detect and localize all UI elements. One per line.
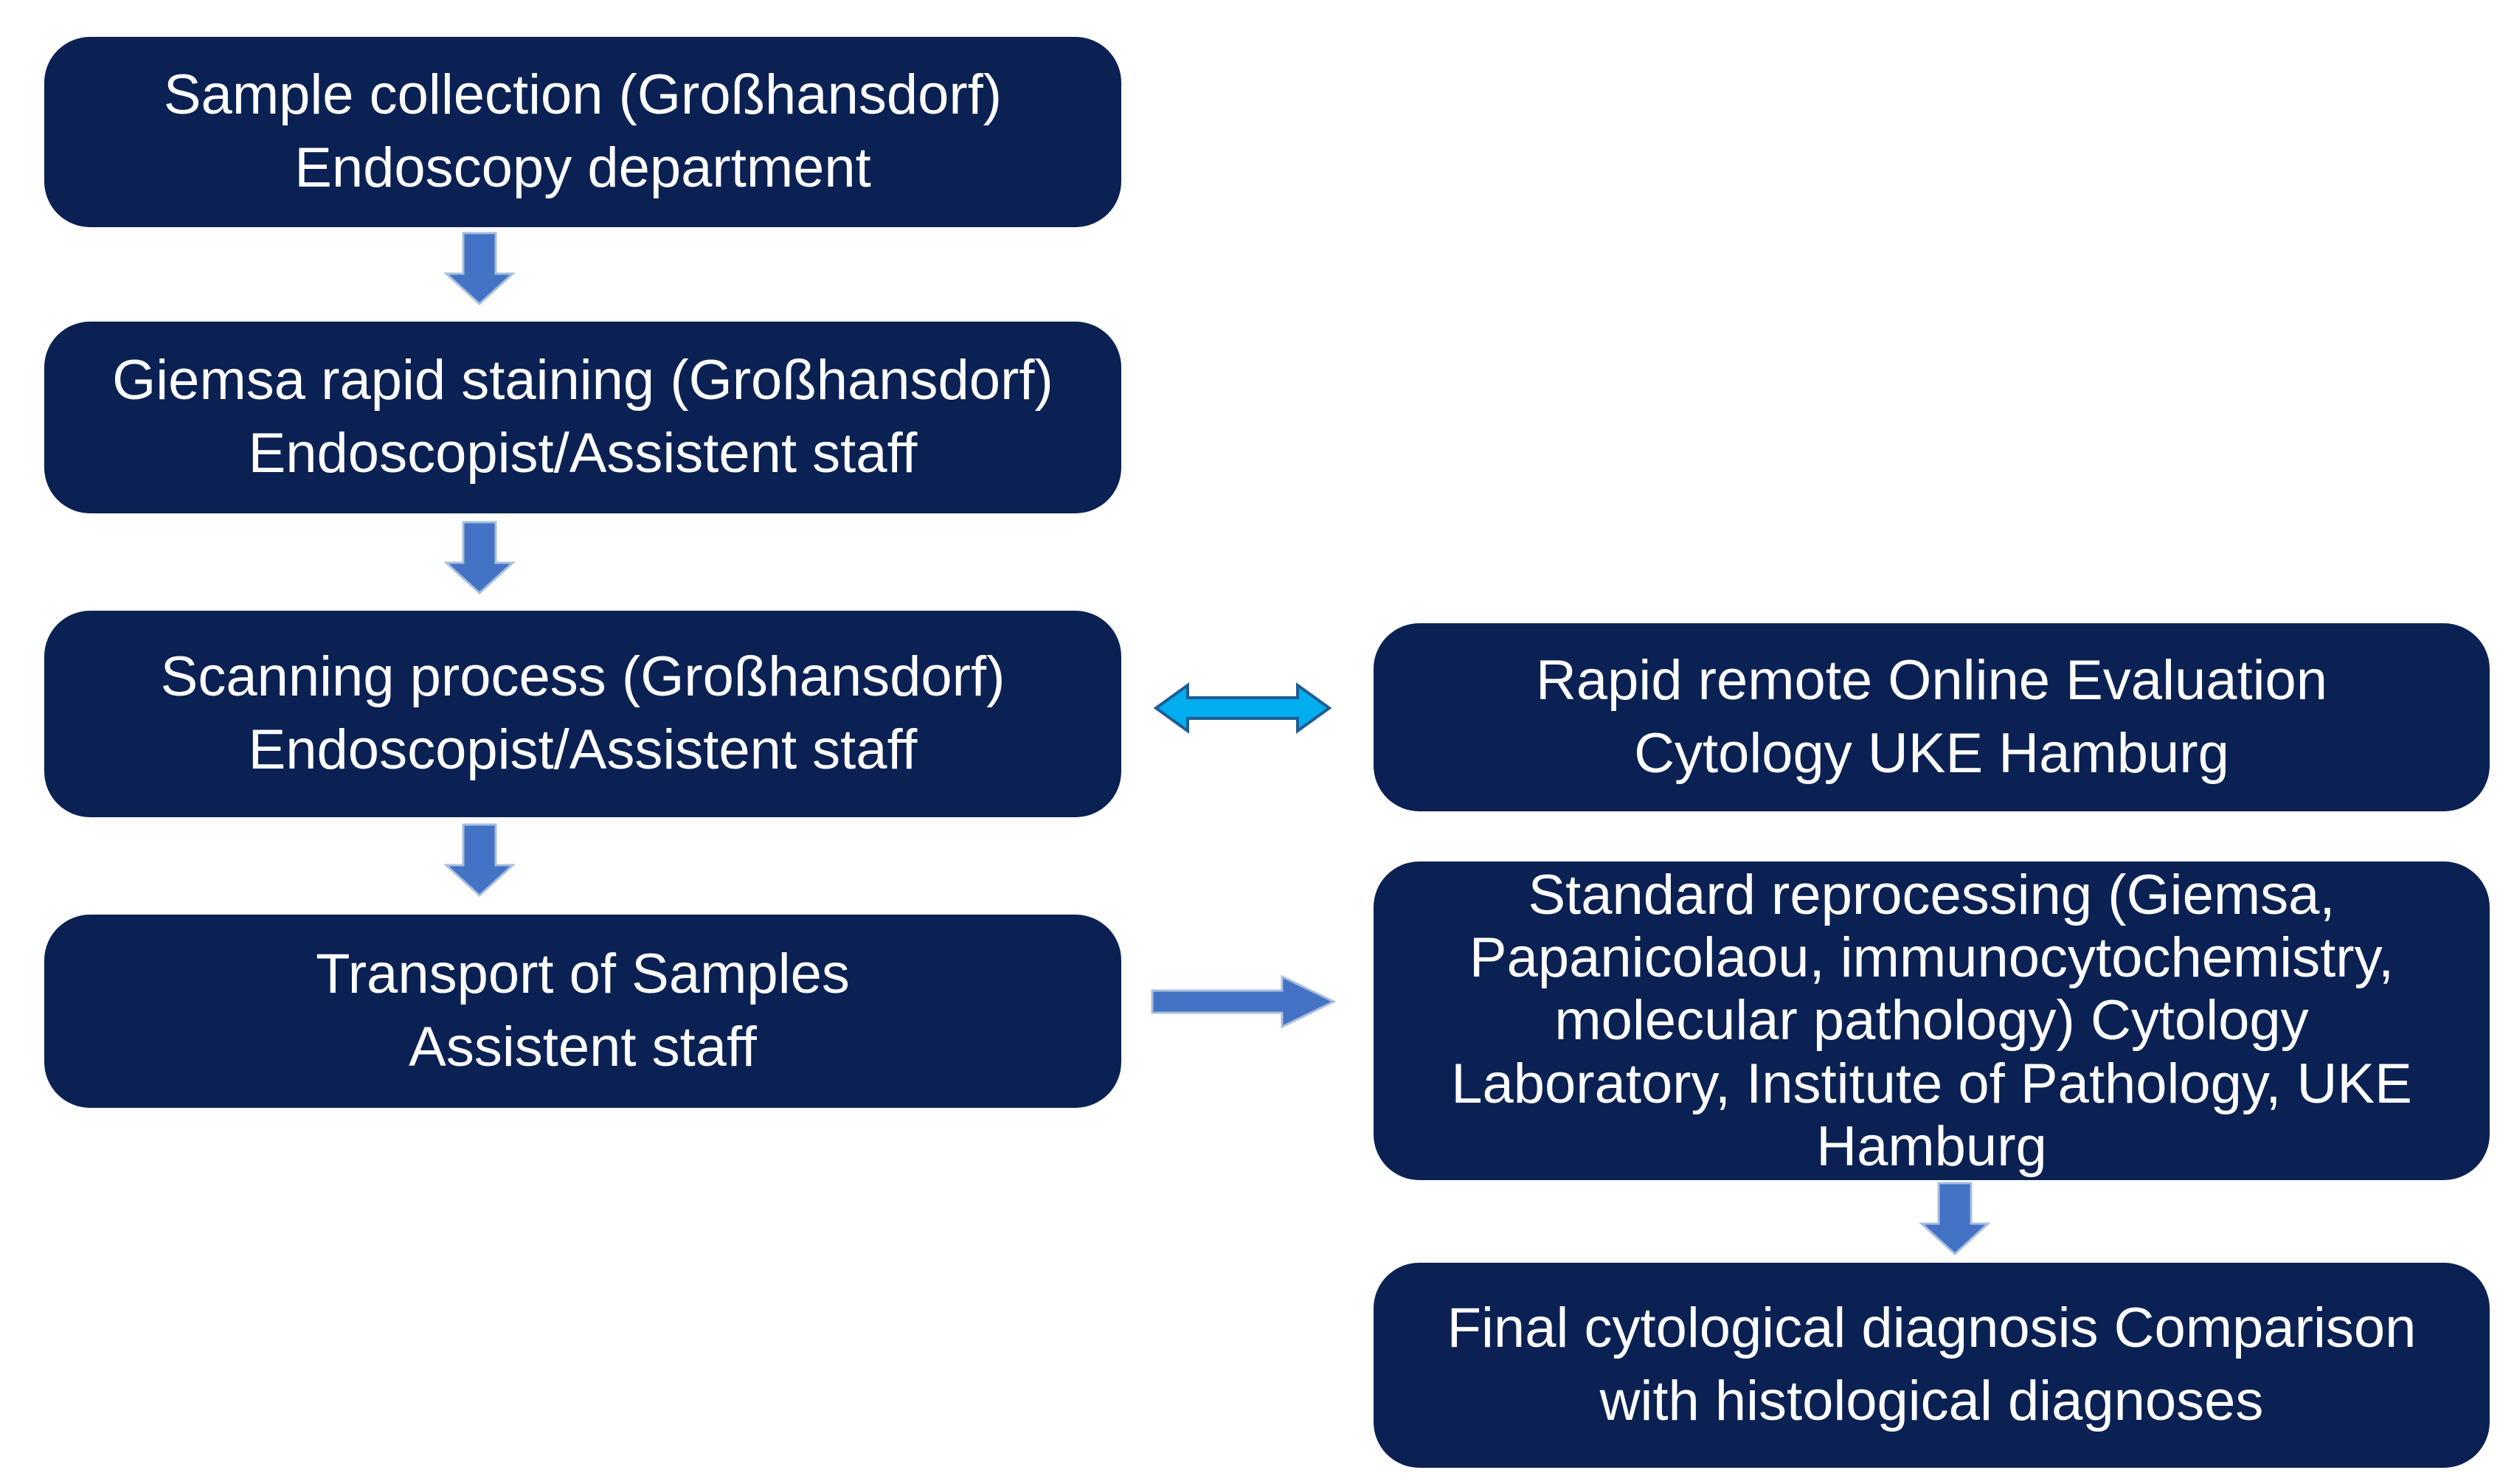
box-text-line: Laboratory, Institute of Pathology, UKE	[1451, 1052, 2412, 1115]
box-text-line: Hamburg	[1816, 1114, 2047, 1178]
box-text-line: Transport of Samples	[316, 943, 850, 1006]
flow-box-rapid-remote-online-evaluation: Rapid remote Online Evaluation Cytology …	[1374, 623, 2490, 811]
box-text-line: with histological diagnoses	[1599, 1370, 2264, 1432]
box-text-line: Final cytological diagnosis Comparison	[1447, 1297, 2417, 1360]
flow-box-sample-collection: Sample collection (Großhansdorf) Endosco…	[44, 37, 1121, 227]
box-text-line: Standard reprocessing (Giemsa,	[1528, 864, 2335, 927]
arrow-down-icon	[443, 232, 516, 305]
flow-box-transport-of-samples: Transport of Samples Assistent staff	[44, 915, 1121, 1108]
flow-box-final-cytological-diagnosis: Final cytological diagnosis Comparison w…	[1374, 1263, 2490, 1468]
box-text-line: Rapid remote Online Evaluation	[1535, 648, 2328, 712]
flow-box-scanning-process: Scanning process (Großhansdorf) Endoscop…	[44, 611, 1121, 817]
box-text-line: molecular pathology) Cytology	[1554, 989, 2309, 1053]
arrow-down-icon	[443, 521, 516, 594]
box-text-line: Endoscopist/Assistent staff	[248, 718, 918, 781]
box-text-line: Assistent staff	[409, 1016, 757, 1078]
box-text-line: Papanicolaou, immunocytochemistry,	[1469, 926, 2394, 990]
box-text-line: Sample collection (Großhansdorf)	[163, 63, 1003, 127]
flow-box-standard-reprocessing: Standard reprocessing (Giemsa, Papanicol…	[1374, 861, 2490, 1180]
box-text-line: Scanning process (Großhansdorf)	[160, 645, 1005, 709]
arrow-double-horizontal-icon	[1153, 682, 1332, 734]
box-text-line: Endoscopy department	[294, 136, 871, 199]
box-text-line: Giemsa rapid staining (Großhansdorf)	[112, 349, 1053, 412]
arrow-right-icon	[1151, 974, 1337, 1029]
arrow-down-icon	[443, 823, 516, 897]
box-text-line: Endoscopist/Assistent staff	[248, 422, 918, 485]
flow-box-giemsa-rapid-staining: Giemsa rapid staining (Großhansdorf) End…	[44, 322, 1121, 513]
box-text-line: Cytology UKE Hamburg	[1634, 721, 2229, 785]
arrow-down-icon	[1919, 1182, 1991, 1255]
